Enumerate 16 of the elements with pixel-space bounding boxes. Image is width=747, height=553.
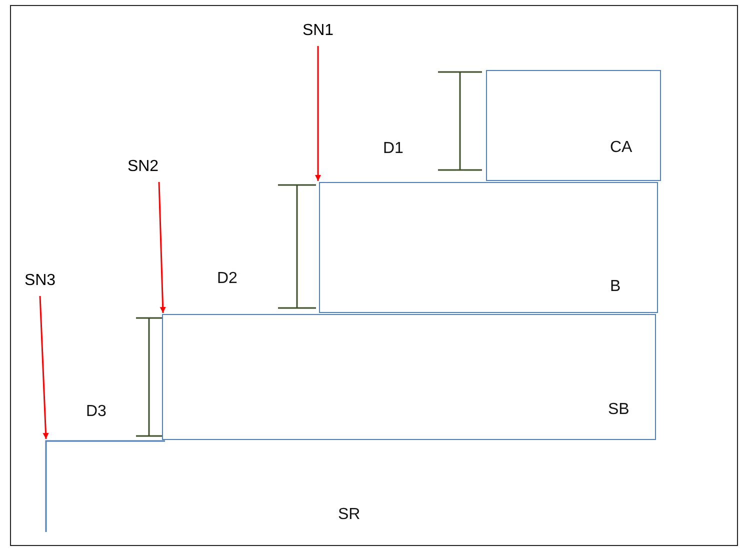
dimension-label: D1 [383, 140, 404, 158]
node-label: SN2 [125, 158, 161, 180]
layer-label: CA [610, 139, 632, 157]
node-label: SN3 [22, 272, 58, 294]
arrow [315, 46, 321, 181]
dimension-label: D3 [86, 403, 106, 421]
layer-label: SB [608, 401, 630, 419]
arrow [39, 296, 49, 440]
layer-label: SR [338, 506, 360, 524]
layer-box [319, 182, 658, 313]
arrow [158, 182, 166, 314]
node-label: SN1 [300, 22, 336, 44]
layer-label: B [610, 278, 621, 296]
layer-box [486, 70, 661, 181]
layer-box [162, 314, 656, 440]
dimension-label: D2 [217, 270, 238, 288]
